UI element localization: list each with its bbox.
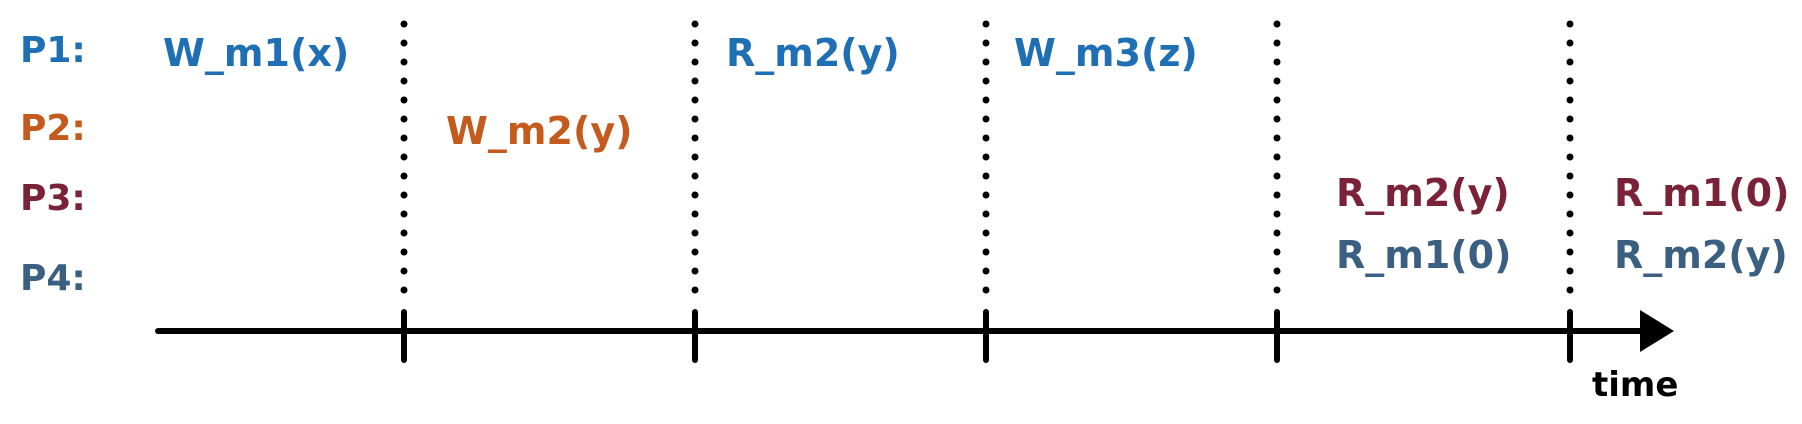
process-label-p2: P2: xyxy=(20,108,86,149)
op-p2-w-m2-y: W_m2(y) xyxy=(446,109,632,153)
interval-separators xyxy=(400,20,1574,304)
op-p4-r-m1-0: R_m1(0) xyxy=(1336,233,1511,277)
time-axis-arrowhead xyxy=(1640,310,1674,352)
op-p3-r-m1-0: R_m1(0) xyxy=(1614,171,1789,215)
op-p4-r-m2-y: R_m2(y) xyxy=(1614,233,1788,277)
process-label-p3: P3: xyxy=(20,178,86,219)
time-axis-ticks xyxy=(401,309,1573,363)
op-p1-w-m3-z: W_m3(z) xyxy=(1014,31,1198,75)
process-label-p4: P4: xyxy=(20,258,86,299)
op-p1-r-m2-y: R_m2(y) xyxy=(726,31,900,75)
process-label-p1: P1: xyxy=(20,30,86,71)
op-p3-r-m2-y: R_m2(y) xyxy=(1336,171,1510,215)
time-axis-label: time xyxy=(1592,365,1678,405)
time-axis: time xyxy=(155,309,1678,405)
op-p1-w-m1-x: W_m1(x) xyxy=(163,31,349,75)
